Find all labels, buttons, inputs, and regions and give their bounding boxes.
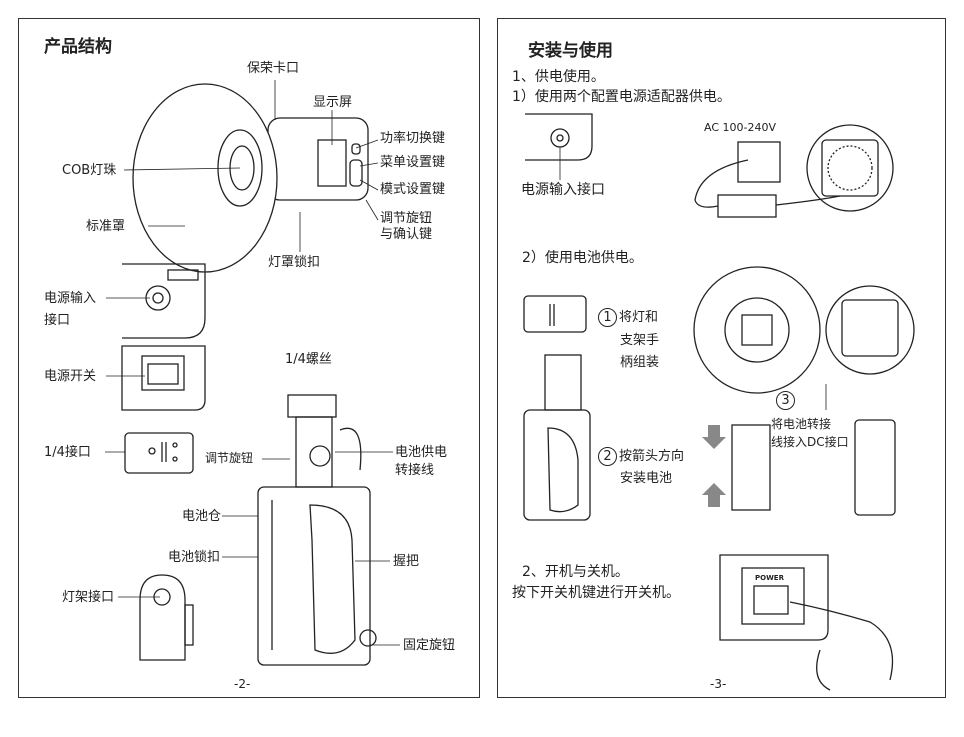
quarter-port-drawing bbox=[125, 433, 193, 473]
page-number: -2- bbox=[234, 676, 250, 693]
label-mode-key: 模式设置键 bbox=[380, 181, 445, 198]
label-power-input: 电源输入 bbox=[44, 290, 96, 307]
label-battery-lock: 电池锁扣 bbox=[168, 549, 220, 566]
step-3-line-2: 线接入DC接口 bbox=[771, 434, 849, 451]
label-power-input-2: 接口 bbox=[44, 312, 70, 329]
step-text: 按箭头方向 bbox=[619, 449, 684, 464]
step-text: 将灯和 bbox=[619, 310, 658, 325]
stand-port-drawing bbox=[140, 575, 193, 660]
section-2-heading: 2、开机与关机。 bbox=[522, 564, 629, 581]
label-menu-key: 菜单设置键 bbox=[380, 154, 445, 171]
power-label: POWER bbox=[755, 570, 784, 587]
section-1-heading: 1、供电使用。 bbox=[512, 69, 605, 86]
label-cob: COB灯珠 bbox=[62, 162, 116, 179]
label-quarter-port: 1/4接口 bbox=[44, 444, 91, 461]
adapter-drawing bbox=[695, 125, 893, 217]
section-2-text: 按下开关机键进行开关机。 bbox=[512, 585, 680, 602]
step-number: 3 bbox=[776, 391, 795, 410]
label-power-switch: 电源开关 bbox=[44, 368, 96, 385]
power-press-drawing bbox=[720, 555, 893, 690]
step-1-line-2: 支架手 bbox=[620, 332, 659, 349]
label-bayonet: 保荣卡口 bbox=[247, 60, 299, 77]
section-1-1: 1）使用两个配置电源适配器供电。 bbox=[512, 89, 731, 106]
label-grip: 握把 bbox=[393, 553, 419, 570]
label-battery-bay: 电池仓 bbox=[182, 508, 221, 525]
step-2-line-2: 安装电池 bbox=[620, 470, 672, 487]
label-battery-cable: 电池供电 bbox=[395, 444, 447, 461]
label-knob-2: 与确认键 bbox=[380, 226, 432, 243]
page-number: -3- bbox=[710, 676, 726, 693]
step-3-number: 3 bbox=[776, 391, 797, 410]
label-stand-port: 灯架接口 bbox=[62, 589, 114, 606]
step-number: 2 bbox=[598, 447, 617, 466]
step-1-line-3: 柄组装 bbox=[620, 354, 659, 371]
label-battery-cable-2: 转接线 bbox=[395, 462, 434, 479]
label-adjust-knob: 调节旋钮 bbox=[205, 450, 253, 467]
label-fix-knob: 固定旋钮 bbox=[403, 637, 455, 654]
section-title: 安装与使用 bbox=[528, 43, 613, 60]
label-screw: 1/4螺丝 bbox=[285, 351, 332, 368]
label-knob: 调节旋钮 bbox=[380, 210, 432, 227]
stand-grip-drawing bbox=[258, 395, 376, 665]
power-switch-drawing bbox=[122, 346, 205, 410]
light-head-drawing bbox=[133, 84, 368, 272]
battery-install-drawing bbox=[524, 267, 914, 520]
step-3-line-1: 将电池转接 bbox=[771, 416, 831, 433]
dc-port-crop-right bbox=[525, 114, 592, 180]
label-reflector: 标准罩 bbox=[86, 218, 125, 235]
label-display: 显示屏 bbox=[313, 94, 352, 111]
step-number: 1 bbox=[598, 308, 617, 327]
section-1-2: 2）使用电池供电。 bbox=[522, 250, 643, 267]
label-power-input: 电源输入接口 bbox=[521, 182, 605, 199]
label-power-switch-key: 功率切换键 bbox=[380, 130, 445, 147]
page-title: 产品结构 bbox=[44, 39, 112, 56]
dc-port-drawing bbox=[122, 264, 205, 338]
ac-voltage: AC 100-240V bbox=[704, 119, 776, 136]
label-shade-lock: 灯罩锁扣 bbox=[268, 254, 320, 271]
